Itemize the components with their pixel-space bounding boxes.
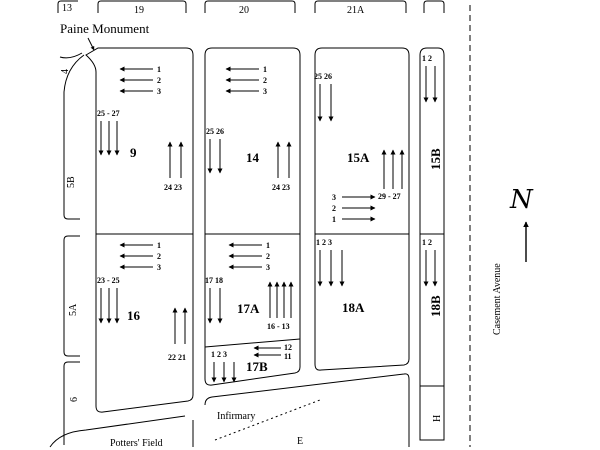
potters-field-label: Potters' Field — [110, 438, 163, 449]
row-label: 1 2 3 — [316, 238, 332, 247]
top-section-tabs: 13 19 20 21A — [57, 0, 445, 16]
row-label: 3 — [157, 263, 161, 272]
section-label-6: 6 — [69, 397, 80, 402]
row-label: 11 — [284, 352, 292, 361]
block-15B-18B — [419, 47, 445, 441]
block-9-down-arrows: 25 - 27 — [97, 109, 120, 156]
section-18B-label: 18B — [428, 295, 443, 317]
road-labels: Infirmary Potters' Field E H Casement Av… — [110, 263, 503, 449]
paine-monument: Paine Monument — [60, 21, 150, 51]
side-sections: 4 5B 5A 6 — [59, 52, 85, 445]
row-label: 25 - 27 — [97, 109, 120, 118]
row-label: 1 — [157, 241, 161, 250]
north-label: N — [509, 185, 534, 215]
north-compass: N — [509, 185, 534, 262]
block-15A-arrows: 25 26 29 - 27 3 2 1 — [314, 72, 405, 224]
row-label: 1 — [263, 65, 267, 74]
row-label: 1 2 — [422, 238, 432, 247]
infirmary-label: Infirmary — [217, 411, 255, 422]
block-16-left-arrows: 1 2 3 — [119, 241, 161, 272]
section-9-label: 9 — [130, 145, 137, 160]
row-label: 1 2 3 — [211, 350, 227, 359]
row-label: 1 2 — [422, 54, 432, 63]
block-17A-down-arrows: 17 18 — [205, 276, 223, 324]
row-label: 22 21 — [168, 353, 186, 362]
section-18A-label: 18A — [342, 300, 365, 315]
section-17A-label: 17A — [237, 301, 260, 316]
block-14-arrows: 1 2 3 25 26 24 23 — [206, 65, 292, 192]
road-h-label: H — [432, 415, 443, 422]
block-9-up-arrows: 24 23 — [164, 141, 184, 192]
row-label: 2 — [157, 76, 161, 85]
block-17A-arrows: 1 2 3 17 18 16 - 13 — [205, 241, 294, 331]
section-15A-label: 15A — [347, 150, 370, 165]
block-9-16 — [85, 47, 194, 413]
row-label: 2 — [332, 204, 336, 213]
paine-monument-label: Paine Monument — [60, 21, 150, 36]
block-17A-left-arrows: 1 2 3 — [228, 241, 270, 272]
row-label: 24 23 — [164, 183, 182, 192]
block-9-arrows: 1 2 3 25 - 27 24 23 — [97, 65, 184, 192]
section-label-20: 20 — [239, 5, 249, 16]
section-label-21A: 21A — [347, 5, 365, 16]
block-9-left-arrows: 1 2 3 — [119, 65, 161, 96]
block-15A-down-arrows: 25 26 — [314, 72, 334, 122]
section-label-5A: 5A — [68, 303, 79, 316]
row-label: 2 — [157, 252, 161, 261]
row-label: 1 — [266, 241, 270, 250]
section-label-19: 19 — [134, 5, 144, 16]
section-16-label: 16 — [127, 308, 141, 323]
row-label: 2 — [266, 252, 270, 261]
section-14-label: 14 — [246, 150, 260, 165]
section-labels: 9 14 15A 15B 16 17A 17B 18A 18B — [127, 145, 443, 374]
row-label: 12 — [284, 343, 292, 352]
row-label: 1 — [332, 215, 336, 224]
block-14-17 — [204, 47, 301, 386]
block-14-up-arrows: 24 23 — [272, 141, 292, 192]
row-label: 3 — [263, 87, 267, 96]
road-e-label: E — [297, 436, 303, 447]
block-15A-up-arrows: 29 - 27 — [378, 149, 405, 201]
block-16-down-arrows: 23 - 25 — [97, 276, 120, 324]
block-18B-arrows: 1 2 — [422, 238, 438, 287]
block-17B-arrows: 1 2 3 12 11 — [211, 343, 292, 383]
row-label: 25 26 — [314, 72, 332, 81]
block-15B-arrows: 1 2 — [422, 54, 438, 103]
row-label: 2 — [263, 76, 267, 85]
block-16-up-arrows: 22 21 — [168, 307, 188, 362]
block-14-left-arrows: 1 2 3 — [225, 65, 267, 96]
block-14-down-arrows: 25 26 — [206, 127, 224, 174]
section-label-4: 4 — [60, 69, 71, 74]
row-label: 25 26 — [206, 127, 224, 136]
row-label: 29 - 27 — [378, 192, 401, 201]
row-label: 3 — [157, 87, 161, 96]
block-18A-arrows: 1 2 3 — [316, 238, 345, 287]
section-17B-label: 17B — [246, 359, 268, 374]
casement-avenue-label: Casement Avenue — [492, 263, 503, 335]
section-label-13: 13 — [62, 3, 72, 14]
row-label: 3 — [332, 193, 336, 202]
row-label: 3 — [266, 263, 270, 272]
section-label-5B: 5B — [66, 176, 77, 188]
row-label: 1 — [157, 65, 161, 74]
row-label: 24 23 — [272, 183, 290, 192]
row-label: 23 - 25 — [97, 276, 120, 285]
block-15A-right-arrows: 3 2 1 — [332, 193, 376, 224]
block-15A-18A — [314, 47, 410, 371]
section-15B-label: 15B — [428, 148, 443, 170]
block-17A-up-arrows: 16 - 13 — [267, 281, 294, 331]
row-label: 17 18 — [205, 276, 223, 285]
bottom-paths — [49, 373, 410, 448]
block-16-arrows: 1 2 3 23 - 25 22 21 — [97, 241, 188, 362]
row-label: 16 - 13 — [267, 322, 290, 331]
